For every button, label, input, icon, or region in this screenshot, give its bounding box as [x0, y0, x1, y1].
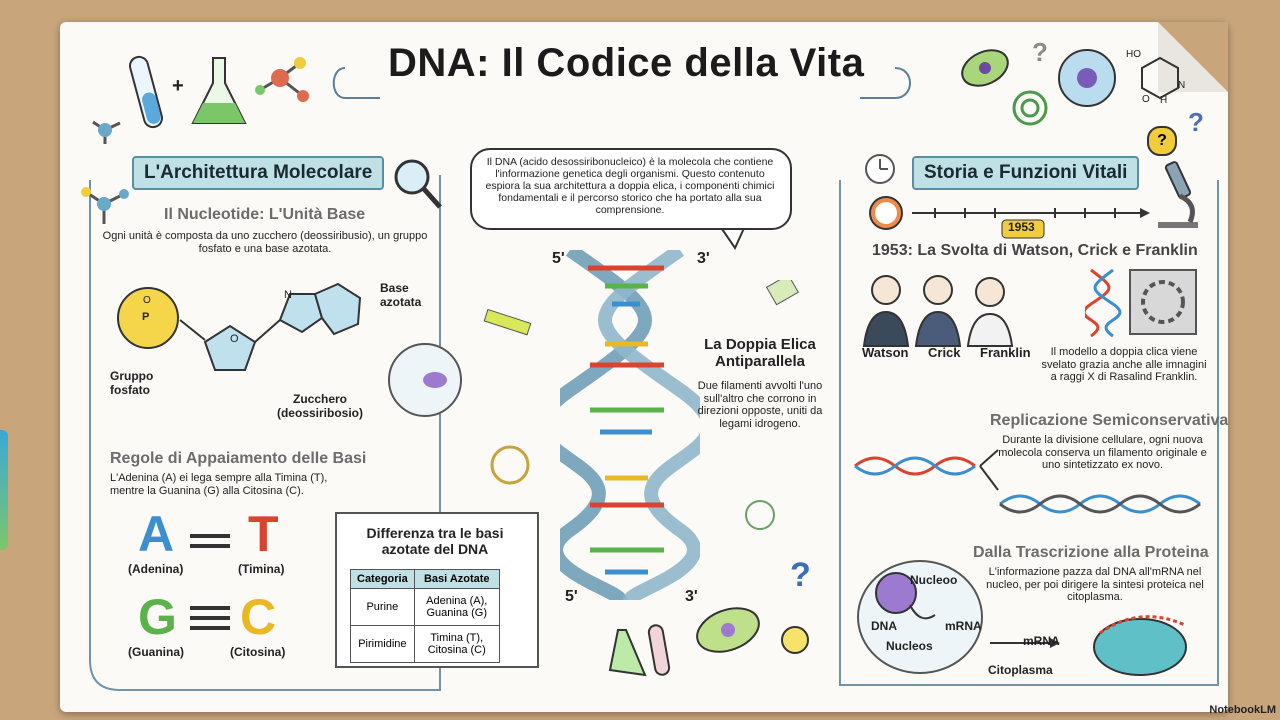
- pairing-title: Regole di Appaiamento delle Basi: [110, 450, 367, 467]
- base-letter: G: [138, 589, 177, 645]
- section-title-architecture: L'Architettura Molecolare: [132, 156, 385, 190]
- transcription-text: L'informazione pazza dal DNA all'mRNA ne…: [986, 566, 1204, 604]
- branding-label: NotebookLM: [1209, 704, 1276, 716]
- phosphate-o: O: [143, 295, 151, 306]
- base-letter: C: [240, 589, 277, 645]
- nucleotide-title: Il Nucleotide: L'Unità Base: [164, 206, 366, 223]
- label-base: Base azotata: [380, 281, 422, 309]
- table-row: Pirimidine Timina (T), Citosina (C): [350, 625, 500, 663]
- end-3-bottom: 3': [685, 588, 698, 605]
- cells-icon: [961, 49, 1116, 126]
- molecule-icon: [81, 187, 129, 224]
- helix-text: Due filamenti avvolti l'uno sull'altro c…: [697, 380, 823, 430]
- replication-title: Replicazione Semiconservativa: [990, 412, 1229, 429]
- page-title: DNA: Il Codice della Vita: [388, 41, 865, 85]
- transcription-title: Dalla Trascrizione alla Proteina: [973, 544, 1209, 561]
- question-icon: ?: [790, 556, 811, 594]
- base-letter-name: (Adenina): [128, 562, 184, 576]
- label-nucleus: Nucleoo: [910, 573, 958, 587]
- table-header: Categoria: [350, 569, 415, 589]
- mol-o: O: [1142, 94, 1150, 105]
- center-decorations: [483, 280, 809, 677]
- dna-helix-illustration: [560, 250, 700, 600]
- table-cell: Pirimidine: [350, 625, 415, 663]
- molecule-structure-icon: [1141, 56, 1179, 100]
- label-mrna-cytoplasm: mRNA: [1023, 634, 1060, 648]
- microscope-icon: [1158, 161, 1198, 228]
- table-cell: Timina (T), Citosina (C): [413, 625, 500, 663]
- end-5-top: 5': [552, 250, 565, 267]
- label-mrna-nucleus: mRNA: [945, 619, 982, 633]
- pairing-text: L'Adenina (A) ei lega sempre alla Timina…: [110, 472, 328, 497]
- label-nucleos: Nucleos: [886, 639, 933, 653]
- table-header: Basi Azotate: [413, 569, 500, 589]
- nucleotide-text: Ogni unità è composta da uno zucchero (d…: [102, 230, 428, 255]
- phosphate-p: P: [142, 311, 150, 323]
- scientist-name: Crick: [928, 345, 961, 360]
- base-letter: A: [138, 506, 175, 562]
- helix-title: La Doppia Elica Antiparallela: [704, 336, 816, 371]
- discovery-text: Il modello a doppia clica viene svelato …: [1041, 346, 1207, 384]
- label-dna: DNA: [871, 619, 897, 633]
- end-5-bottom: 5': [565, 588, 578, 605]
- table-cell: Purine: [350, 588, 415, 626]
- label-cytoplasm: Citoplasma: [988, 663, 1053, 677]
- timeline-year: 1953: [1008, 220, 1035, 234]
- xray-photo-icon: [1085, 268, 1197, 338]
- replication-diagram: [854, 449, 1201, 514]
- discovery-title: 1953: La Svolta di Watson, Crick e Frank…: [872, 242, 1198, 259]
- scientist-name: Franklin: [980, 345, 1031, 360]
- magnifier-icon: [394, 159, 442, 209]
- mol-n: N: [1178, 80, 1186, 91]
- intro-text: Il DNA (acido desossiribonucleico) è la …: [485, 156, 775, 217]
- question-bubble-icon: ?: [1147, 126, 1177, 156]
- mol-ho: HO: [1126, 49, 1141, 60]
- base-letter: T: [248, 506, 279, 562]
- bases-table: Categoria Basi Azotate Purine Adenina (A…: [350, 569, 500, 663]
- base-letter-name: (Citosina): [230, 645, 286, 659]
- scientist-portraits: [862, 275, 1014, 347]
- base-n: N: [284, 289, 292, 301]
- page-curl: [1158, 22, 1228, 92]
- plus-sign: +: [172, 75, 184, 97]
- table-row: Purine Adenina (A), Guanina (G): [350, 588, 500, 626]
- left-edge-decoration: [0, 430, 8, 550]
- end-3-top: 3': [697, 250, 710, 267]
- sugar-o: O: [230, 333, 239, 345]
- table-cell: Adenina (A), Guanina (G): [413, 588, 500, 626]
- nucleotide-diagram: [117, 282, 362, 371]
- alarm-clock-icon: [865, 154, 903, 230]
- scientist-name: Watson: [862, 345, 909, 360]
- mol-h: H: [1160, 95, 1168, 106]
- bond-lines: [190, 534, 230, 630]
- section-title-history: Storia e Funzioni Vitali: [912, 156, 1140, 190]
- cell-icon: [388, 343, 462, 417]
- base-letter-name: (Timina): [238, 562, 285, 576]
- base-letter-name: (Guanina): [128, 645, 184, 659]
- lab-glassware-icon: [92, 55, 309, 144]
- question-icon: ?: [1188, 107, 1204, 137]
- label-phosphate: Gruppo fosfato: [110, 369, 154, 397]
- question-icon: ?: [1032, 37, 1048, 67]
- replication-text: Durante la divisione cellulare, ogni nuo…: [998, 434, 1207, 472]
- label-sugar: Zucchero (deossiribosio): [276, 392, 363, 420]
- intro-speech-bubble: [470, 148, 792, 230]
- table-title: Differenza tra le basi azotate del DNA: [366, 525, 504, 558]
- transcription-diagram: [857, 560, 1187, 676]
